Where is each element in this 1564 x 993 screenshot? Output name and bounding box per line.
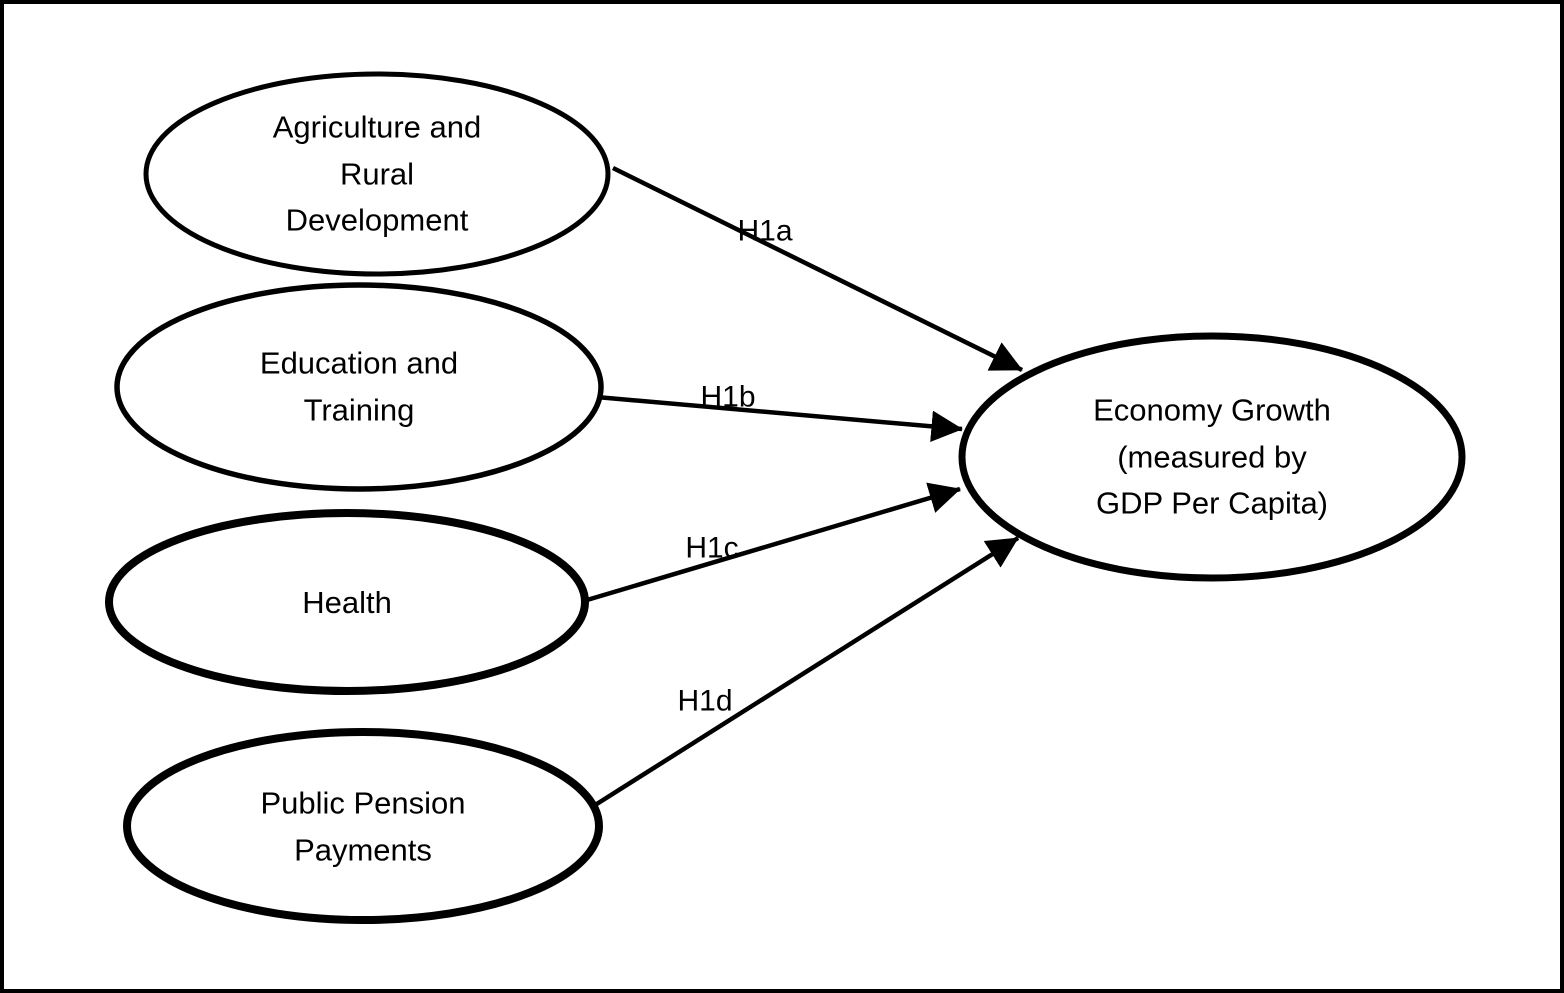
diagram-shapes <box>105 71 1466 924</box>
edge-label-h1c: H1c <box>685 531 739 565</box>
node-label-education: Education and Training <box>259 345 459 428</box>
edge-arrow-h1a <box>612 165 1023 373</box>
node-ellipse-economy <box>958 332 1466 582</box>
edge-label-h1d: H1d <box>677 684 733 718</box>
edge-label-h1a: H1a <box>737 214 793 248</box>
edge-arrow-h1c <box>586 482 961 603</box>
node-ellipse-education <box>114 282 604 492</box>
node-label-pension: Public Pension Payments <box>260 785 466 868</box>
node-label-agriculture: Agriculture and Rural Development <box>272 109 482 238</box>
edge-label-h1b: H1b <box>700 380 756 414</box>
edge-arrow-h1b <box>584 393 963 443</box>
node-ellipse-health <box>105 509 589 695</box>
node-label-economy: Economy Growth (measured by GDP Per Capi… <box>1093 392 1331 521</box>
edge-arrow-h1d <box>590 536 1020 809</box>
node-ellipse-pension <box>123 728 603 924</box>
node-ellipse-agriculture <box>143 71 611 277</box>
node-label-health: Health <box>302 584 392 620</box>
